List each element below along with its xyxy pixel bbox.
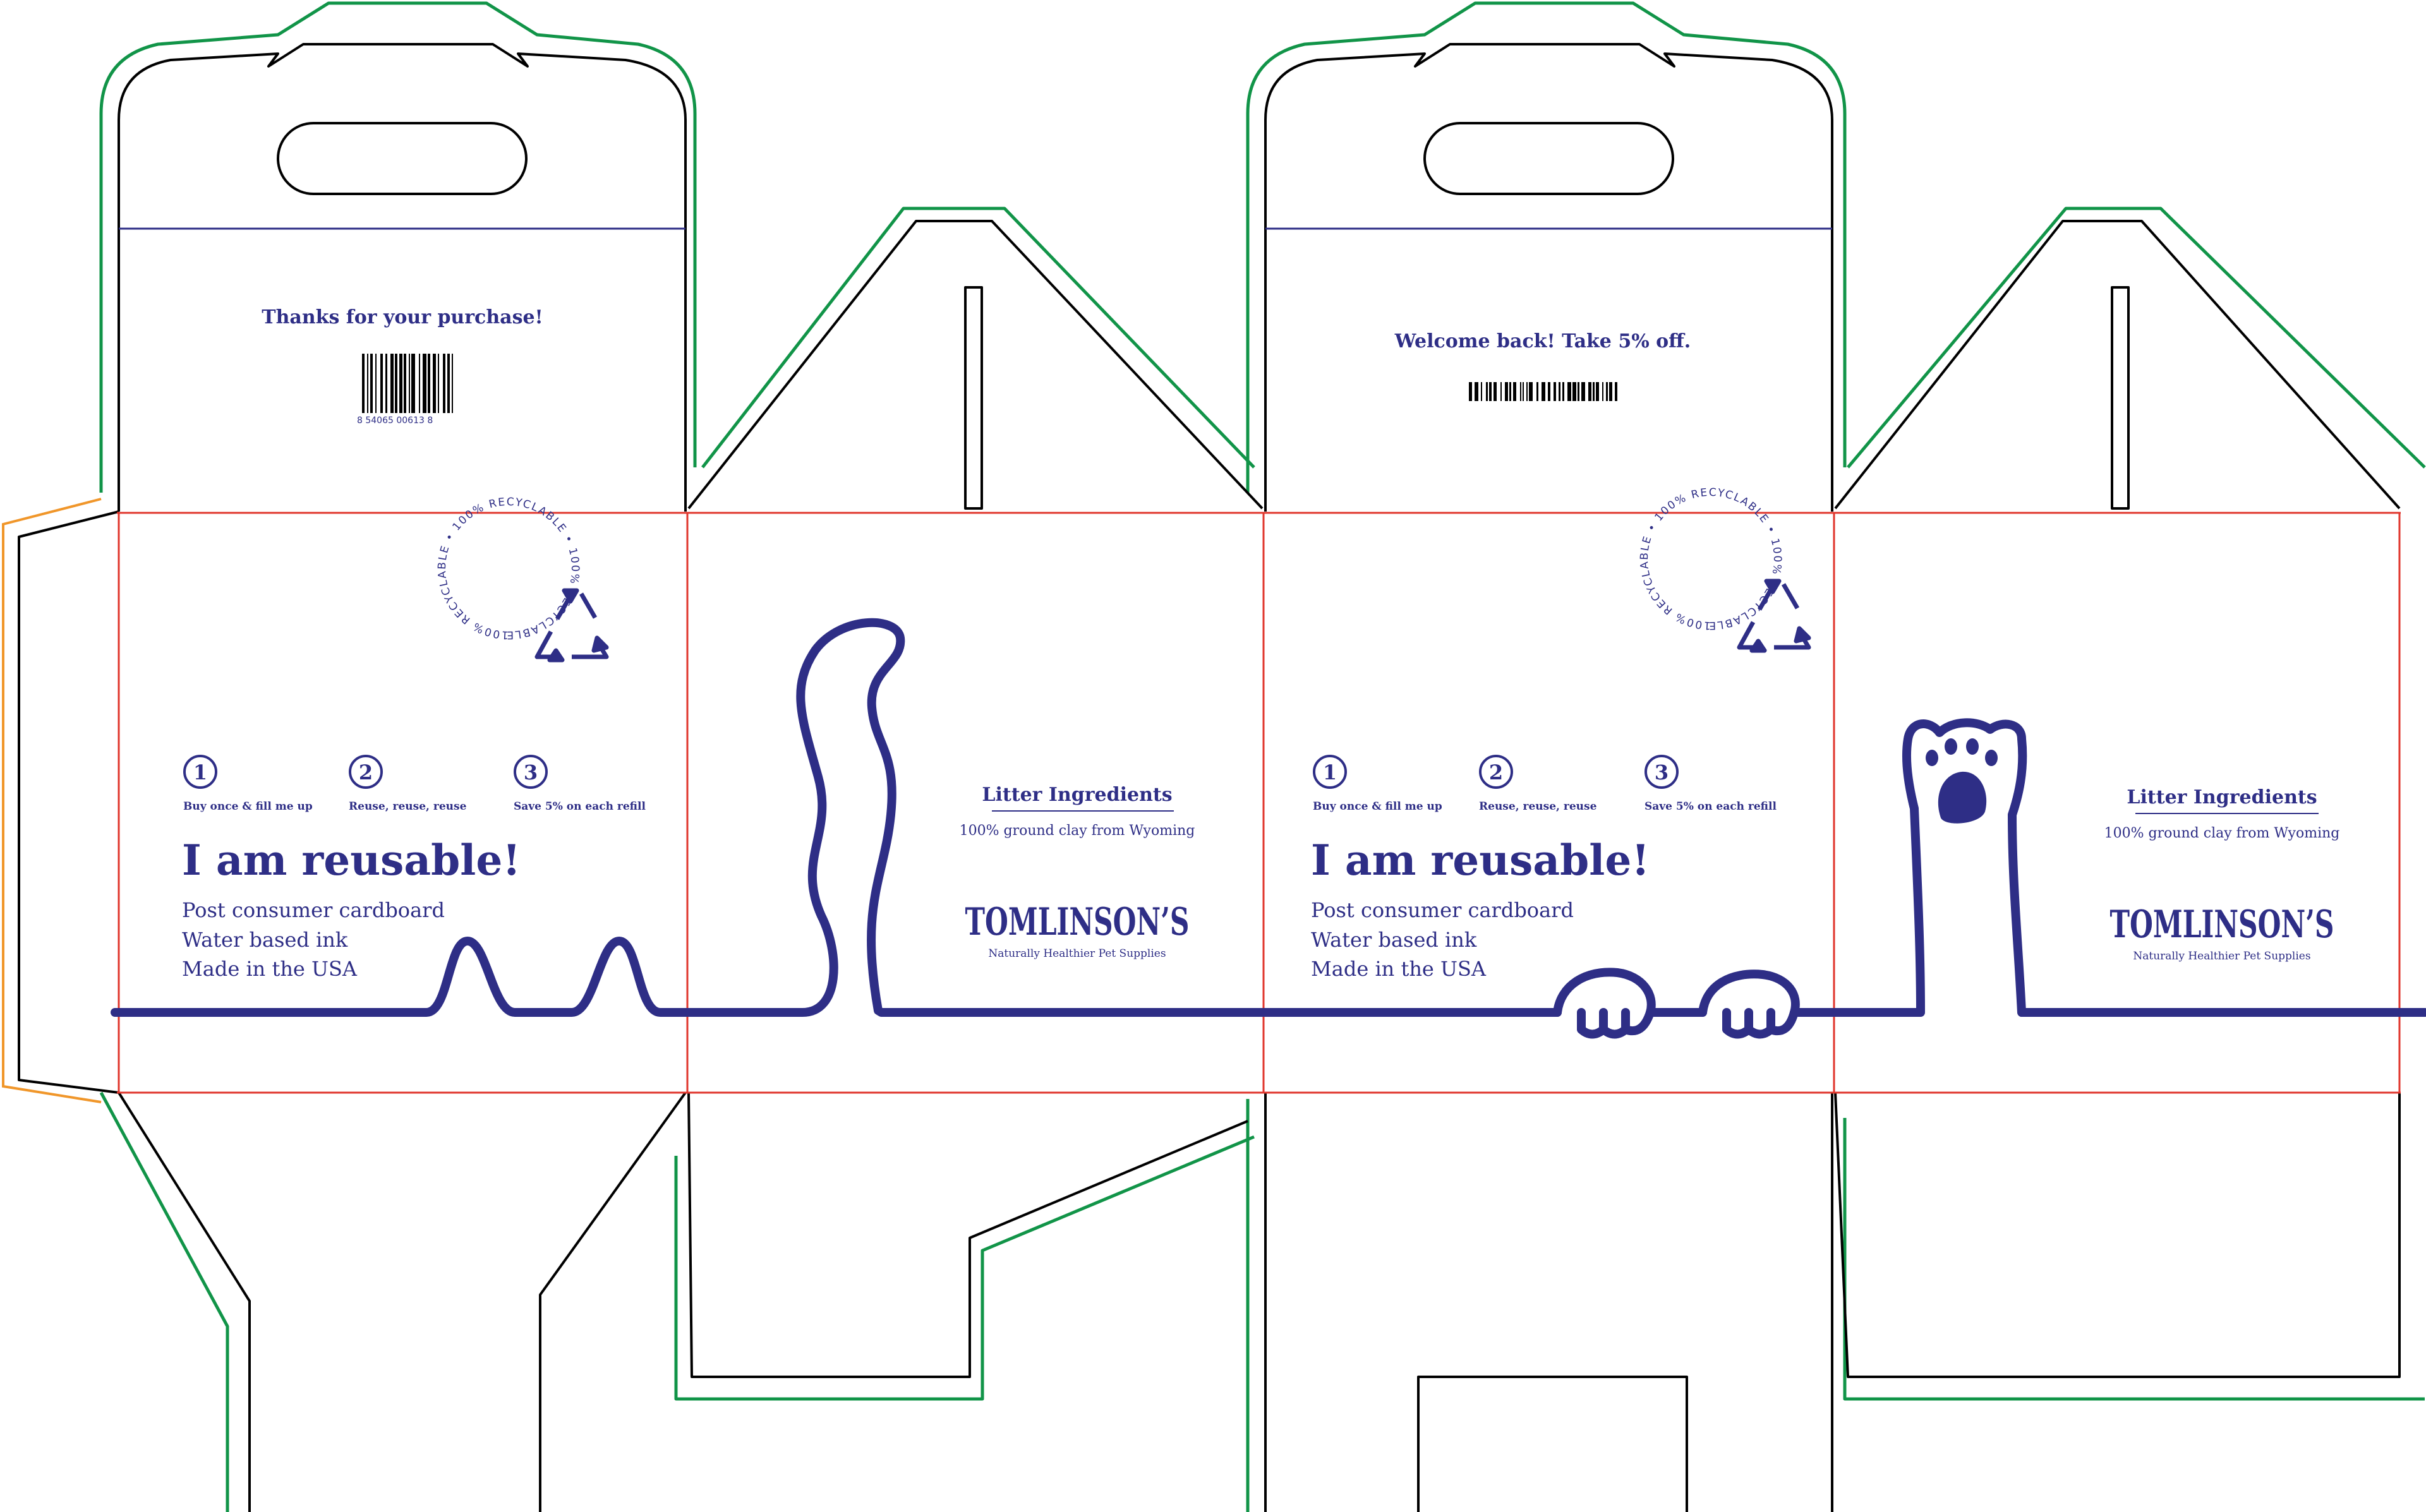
glue-bleed-outline: [1, 498, 102, 1103]
handle-flap-right: [1264, 43, 1833, 512]
bleed-bottom-flap-2: [674, 1135, 1255, 1401]
feature-3-2: Water based ink: [1311, 928, 1477, 952]
bleed-roof-flap-right: [1847, 207, 2426, 469]
cat-line-art: [111, 618, 2426, 1039]
handle-flap-left: [118, 43, 687, 512]
step-2-circle: [349, 755, 383, 789]
step-1-number: 1: [1323, 760, 1337, 784]
headline-1: I am reusable!: [182, 836, 521, 885]
step-3-number: 3: [1655, 760, 1669, 784]
feature-3-1: Post consumer cardboard: [1311, 898, 1574, 922]
step-3-circle: [514, 755, 548, 789]
handle-hole-right: [1423, 122, 1674, 195]
step-3-label: Save 5% on each refill: [1644, 800, 1777, 813]
bleed-handle-flap-left: [99, 1, 697, 493]
bleed-handle-flap-right: [1246, 1, 1847, 493]
step-2-label: Reuse, reuse, reuse: [1479, 800, 1597, 813]
ingredients-text-2: 100% ground clay from Wyoming: [960, 823, 1195, 839]
bottom-flap-2: [687, 1092, 1248, 1378]
step-1-circle: [183, 755, 217, 789]
step-1-label: Buy once & fill me up: [1313, 800, 1442, 813]
cat-paw-1: [1553, 968, 1656, 1039]
brand-tagline-4: Naturally Healthier Pet Supplies: [2133, 950, 2310, 963]
roof-flap-left: [687, 220, 1264, 510]
cut-outline: [18, 43, 2401, 1512]
purchase-message: Thanks for your purchase!: [262, 306, 543, 328]
feature-1-1: Post consumer cardboard: [182, 898, 445, 922]
step-2-number: 2: [359, 760, 373, 784]
recycle-icon: [534, 588, 609, 663]
cat-paw-2: [1698, 969, 1800, 1039]
cat-ears-line: [111, 618, 1562, 1017]
glue-tab: [18, 510, 119, 1094]
feature-1-3: Made in the USA: [182, 957, 358, 981]
recyclable-badge-1: 100% RECYCLABLE • 100% RECYCLABLE • 100%…: [0, 0, 609, 663]
bottom-flap-3-right: [1417, 1376, 1688, 1512]
roof-flap-right: [1834, 220, 2401, 510]
step-2-number: 2: [1489, 760, 1503, 784]
ingredients-title-4: Litter Ingredients: [2127, 786, 2317, 808]
handle-hole-left: [277, 122, 528, 195]
step-2-circle: [1479, 755, 1513, 789]
barcode-1: [362, 354, 453, 413]
step-3-label: Save 5% on each refill: [514, 800, 646, 813]
ingredients-text-4: 100% ground clay from Wyoming: [2104, 825, 2340, 841]
bleed-outline: [99, 1, 2426, 1512]
step-1-label: Buy once & fill me up: [183, 800, 313, 813]
recycle-icon: [1737, 579, 1811, 653]
brand-logo-2: TOMLINSON’S: [965, 900, 1190, 944]
bottom-flap-4: [1834, 1092, 2401, 1378]
steps-panel-1: 1 Buy once & fill me up 2 Reuse, reuse, …: [183, 755, 646, 813]
bleed-bottom-flap-4: [1843, 1118, 2425, 1401]
feature-1-2: Water based ink: [182, 928, 348, 952]
roof-slot-left: [964, 286, 983, 510]
barcode-2: [1469, 382, 1617, 401]
brand-tagline-2: Naturally Healthier Pet Supplies: [988, 947, 1166, 960]
step-2-label: Reuse, reuse, reuse: [349, 800, 467, 813]
ingredients-title-2: Litter Ingredients: [982, 784, 1172, 806]
roof-slot-right: [2111, 286, 2130, 510]
step-3-circle: [1644, 755, 1679, 789]
step-1-circle: [1313, 755, 1347, 789]
fold-lines: [117, 512, 2401, 1094]
welcome-message: Welcome back! Take 5% off.: [1394, 330, 1691, 352]
step-1-number: 1: [193, 760, 207, 784]
brand-logo-4: TOMLINSON’S: [2110, 903, 2334, 947]
step-3-number: 3: [524, 760, 538, 784]
bleed-roof-flap-left: [701, 207, 1255, 469]
steps-panel-3: 1 Buy once & fill me up 2 Reuse, reuse, …: [1313, 755, 1777, 813]
bottom-flap-1: [118, 1091, 251, 1512]
bottom-flap-1-right: [539, 1091, 687, 1512]
paw-pad-icon: [1926, 738, 1998, 824]
cat-line-right: [1790, 718, 2426, 1017]
bleed-bottom-flap-1: [99, 1091, 229, 1512]
headline-3: I am reusable!: [1311, 836, 1650, 885]
barcode-digits: 8 54065 00613 8: [357, 416, 433, 426]
feature-3-3: Made in the USA: [1311, 957, 1487, 981]
